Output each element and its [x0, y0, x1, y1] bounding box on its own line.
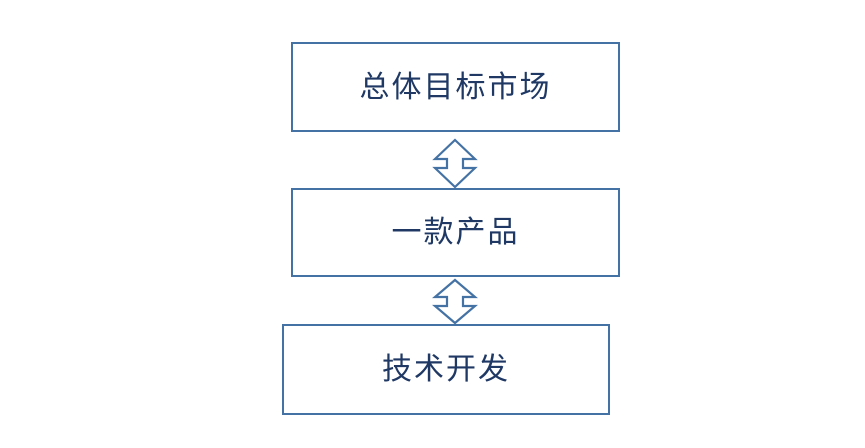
- diagram-node-label: 一款产品: [391, 216, 520, 249]
- diagram-node-technology-development[interactable]: 技术开发: [282, 324, 610, 415]
- connector-market-product: [432, 138, 478, 189]
- diagram-node-label: 总体目标市场: [359, 70, 552, 104]
- up-down-double-arrow-icon: [432, 138, 478, 189]
- diagram-node-total-addressable-market[interactable]: 总体目标市场: [291, 42, 620, 132]
- diagram-node-label: 技术开发: [382, 353, 510, 386]
- connector-product-technology: [432, 278, 478, 325]
- diagram-node-one-product[interactable]: 一款产品: [291, 188, 620, 277]
- up-down-double-arrow-icon: [432, 278, 478, 325]
